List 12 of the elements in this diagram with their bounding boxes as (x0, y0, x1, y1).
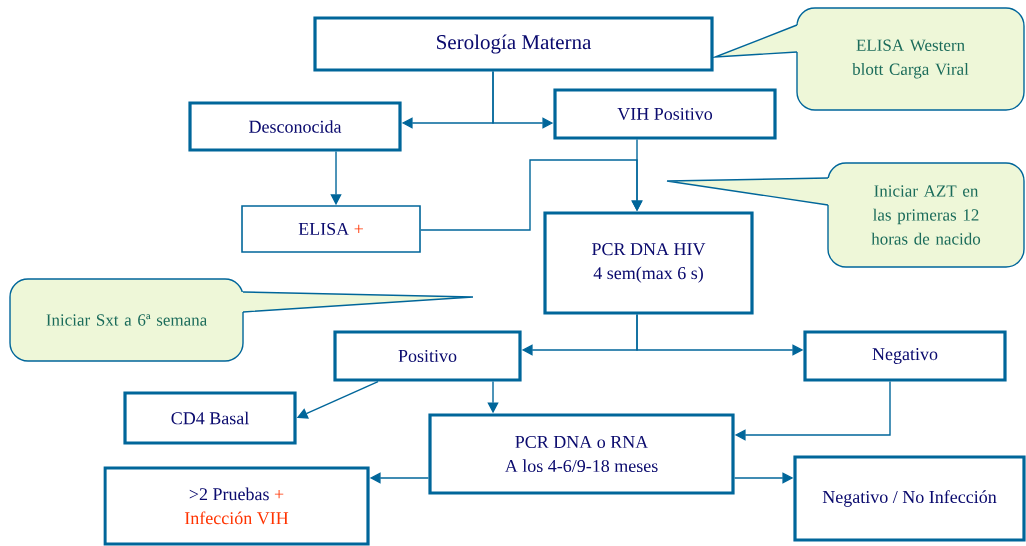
process-box: Negativo / No Infección (793, 455, 1026, 542)
process-box: Serología Materna (313, 16, 714, 72)
process-box: Positivo (333, 330, 522, 382)
process-box: PCR DNA HIV 4 sem(max 6 s) (543, 211, 754, 315)
process-box: >2 Pruebas + Infección VIH (103, 466, 370, 546)
process-box: PCR DNA o RNA A los 4-6/9-18 meses (428, 413, 735, 495)
process-box: Negativo (803, 330, 1007, 382)
process-box: ELISA + (241, 205, 421, 253)
process-box: Desconocida (188, 101, 402, 152)
process-box: CD4 Basal (123, 391, 297, 445)
process-box: VIH Positivo (553, 88, 777, 140)
callout-bubble: ELISA Western blott Carga Viral (710, 7, 1025, 111)
